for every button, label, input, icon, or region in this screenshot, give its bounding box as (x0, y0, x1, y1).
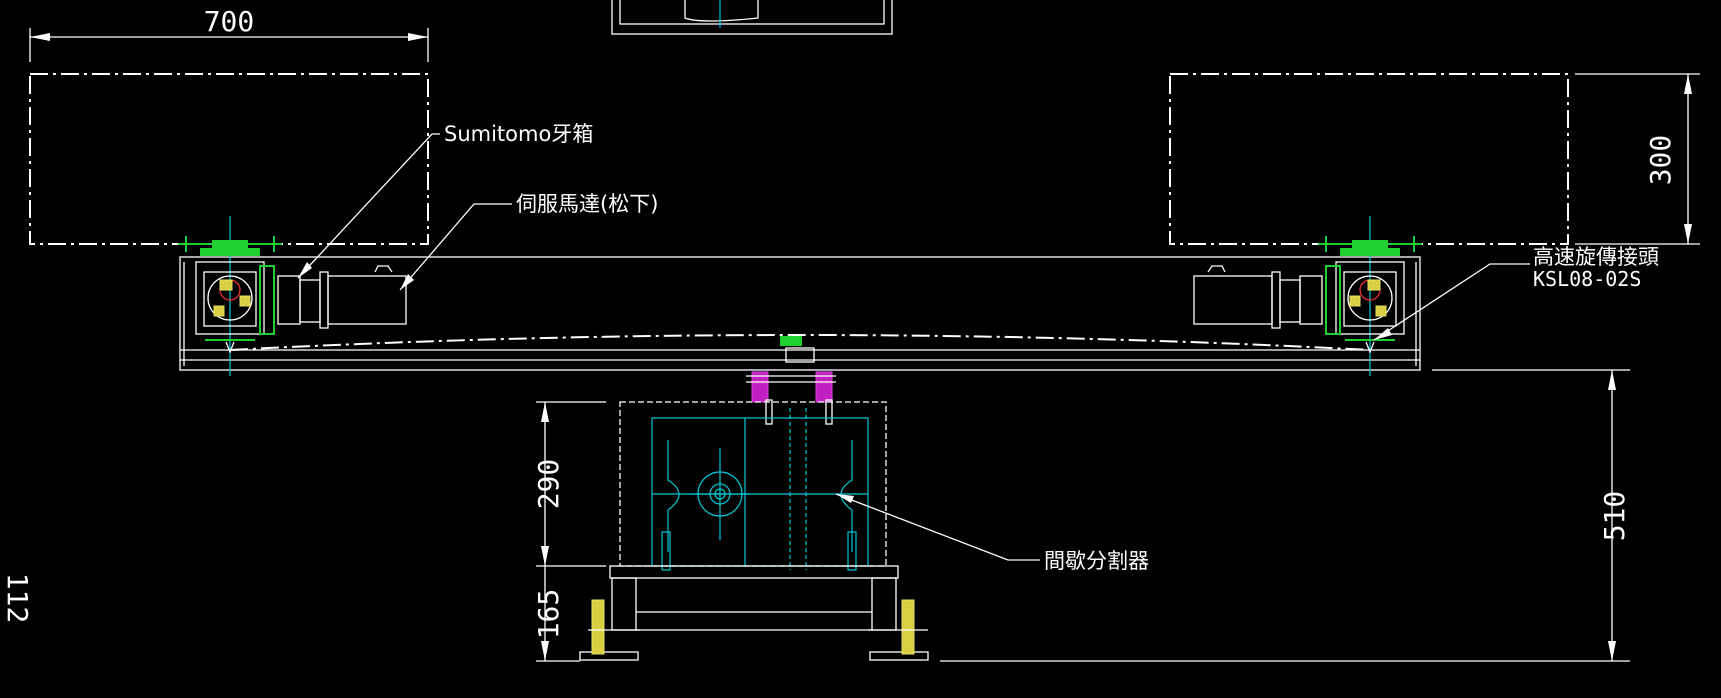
dimension-510-label: 510 (1598, 491, 1631, 542)
top-partial-box (611, 0, 893, 35)
indexer-housing (619, 401, 887, 571)
dimension-510: 510 (940, 369, 1631, 662)
dimension-165: 165 (532, 566, 580, 662)
leader-rotary-joint: 高速旋傳接頭 KSL08-02S (1373, 245, 1659, 341)
callout-servo-motor: 伺服馬達(松下) (516, 192, 658, 216)
dimension-300: 300 (1575, 73, 1700, 245)
left-workpiece-outline (29, 73, 429, 245)
callout-rotary-joint-model: KSL08-02S (1533, 267, 1641, 291)
dimension-300-label: 300 (1644, 135, 1677, 186)
center-coupling (746, 336, 836, 425)
dimension-290-label: 290 (532, 459, 565, 510)
leader-indexer: 間歇分割器 (835, 493, 1149, 573)
callout-gearbox: Sumitomo牙箱 (444, 122, 593, 146)
callout-rotary-joint-name: 高速旋傳接頭 (1533, 245, 1659, 269)
left-gearbox-assembly (178, 216, 407, 376)
dimension-700: 700 (29, 5, 429, 62)
rotating-arm-frame (179, 256, 1421, 371)
base-stand (579, 565, 929, 661)
dimension-112-partial-label: 112 (1, 573, 34, 624)
leader-gearbox: Sumitomo牙箱 (297, 122, 593, 279)
dimension-165-label: 165 (532, 589, 565, 640)
callout-indexer: 間歇分割器 (1044, 549, 1149, 573)
leader-servo-motor: 伺服馬達(松下) (399, 192, 658, 291)
dimension-290: 290 (532, 401, 606, 567)
right-gearbox-assembly (1193, 216, 1422, 376)
right-workpiece-outline (1169, 73, 1569, 245)
dimension-700-label: 700 (204, 5, 255, 38)
